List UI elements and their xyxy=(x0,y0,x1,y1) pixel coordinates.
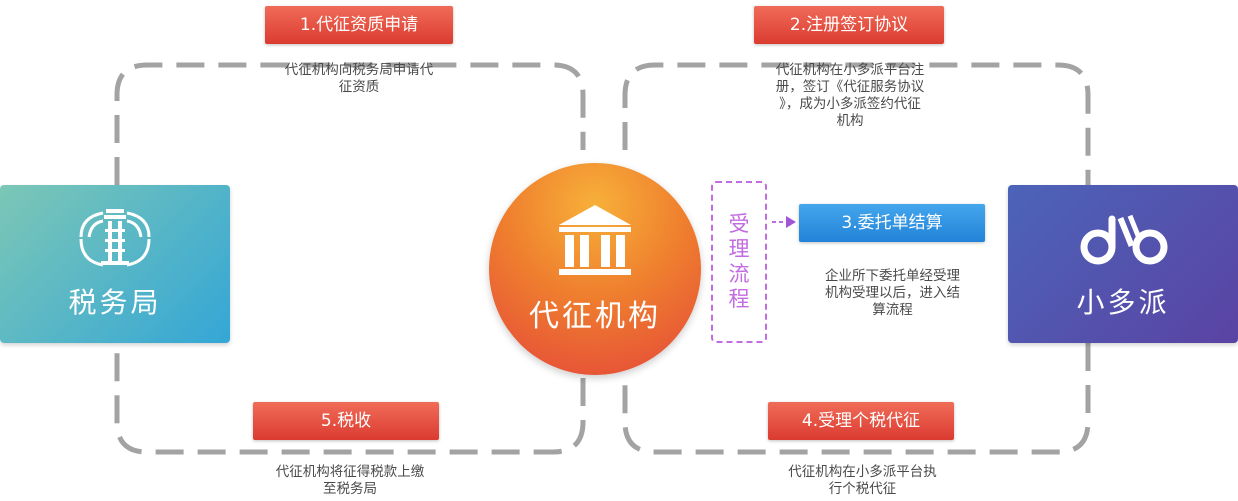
step-3-badge: 3.委托单结算 xyxy=(799,204,985,242)
step-5-desc-line-2: 至税务局 xyxy=(323,481,377,497)
step-5-badge: 5.税收 xyxy=(253,402,439,440)
step-1-description: 代征机构向税务局申请代 征资质 xyxy=(250,62,468,96)
platform-node: 小多派 xyxy=(1008,185,1238,343)
step-5-desc-line-1: 代征机构将征得税款上缴 xyxy=(275,464,425,480)
tax-bureau-node: 税务局 xyxy=(0,185,230,343)
step-3-description: 企业所下委托单经受理 机构受理以后，进入结 算流程 xyxy=(795,268,990,319)
flow-char-4: 程 xyxy=(728,287,750,311)
connector-platform-to-agency-bottom xyxy=(622,343,1091,455)
tax-bureau-label: 税务局 xyxy=(68,286,162,319)
connector-agency-to-platform-top xyxy=(622,62,1091,185)
flow-char-1: 受 xyxy=(728,212,750,236)
step-2-badge: 2.注册签订协议 xyxy=(754,6,944,44)
acceptance-flow-box: 受 理 流 程 xyxy=(711,181,767,343)
step-5-description: 代征机构将征得税款上缴 至税务局 xyxy=(245,464,455,498)
step-2-description: 代征机构在小多派平台注 册，签订《代征服务协议 》，成为小多派签约代征 机构 xyxy=(745,62,955,130)
xiaoduopai-logo-icon xyxy=(1008,203,1238,273)
step-2-desc-line-4: 机构 xyxy=(836,113,864,129)
connector-tax-to-agency-top xyxy=(114,62,586,185)
step-4-desc-line-2: 行个税代征 xyxy=(828,481,897,497)
step-2-desc-line-1: 代征机构在小多派平台注 xyxy=(775,62,925,78)
institution-building-icon xyxy=(555,201,635,281)
flow-char-2: 理 xyxy=(728,237,750,261)
tax-emblem-icon xyxy=(0,203,230,273)
agency-node: 代征机构 xyxy=(489,163,701,375)
step-1-desc-line-2: 征资质 xyxy=(338,79,380,95)
step-1-badge: 1.代征资质申请 xyxy=(265,6,453,44)
flow-char-3: 流 xyxy=(728,262,750,286)
step-3-desc-line-2: 机构受理以后，进入结 xyxy=(825,285,960,301)
step-4-desc-line-1: 代征机构在小多派平台执 xyxy=(788,464,937,480)
step-4-badge: 4.受理个税代征 xyxy=(768,402,954,440)
step-3-desc-line-1: 企业所下委托单经受理 xyxy=(825,268,960,284)
step-4-description: 代征机构在小多派平台执 行个税代征 xyxy=(760,464,965,498)
connector-agency-to-tax-bottom xyxy=(114,343,586,455)
platform-label: 小多派 xyxy=(1076,286,1170,319)
flow-arrow-icon xyxy=(772,216,796,228)
step-2-desc-line-2: 册，签订《代征服务协议 xyxy=(775,79,925,95)
step-1-desc-line-1: 代征机构向税务局申请代 xyxy=(284,62,434,78)
agency-label: 代征机构 xyxy=(529,299,661,334)
step-3-desc-line-3: 算流程 xyxy=(872,302,913,318)
step-2-desc-line-3: 》，成为小多派签约代征 xyxy=(779,96,921,112)
